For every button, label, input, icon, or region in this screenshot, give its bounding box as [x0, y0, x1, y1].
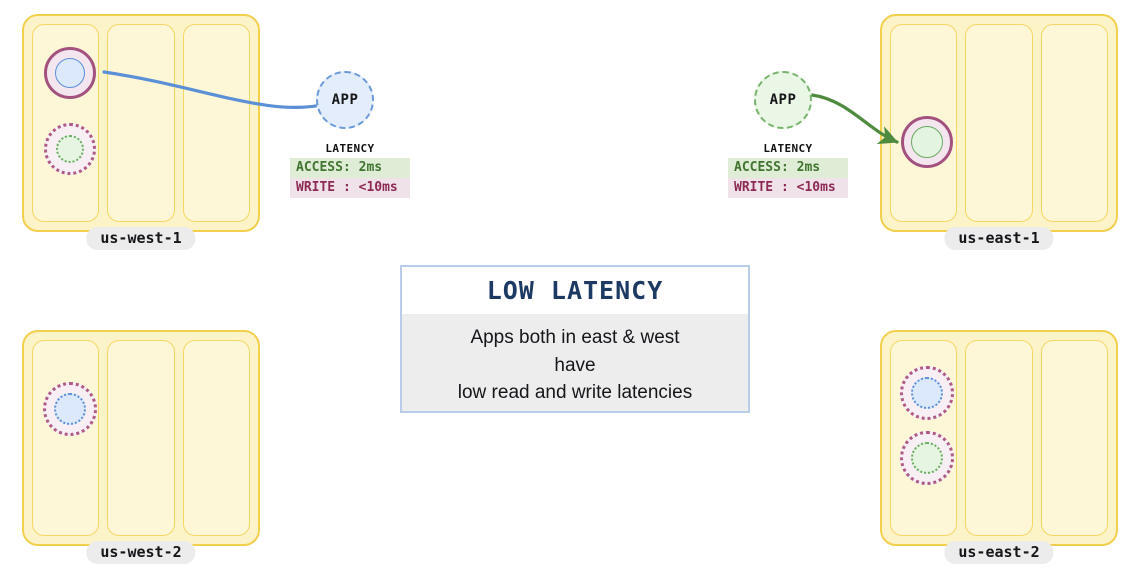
region-label-us-west-2: us-west-2 [86, 541, 196, 564]
replica-disc-core-us-east-2-1 [911, 377, 943, 409]
latency-panel-east-title: LATENCY [763, 142, 813, 155]
region-us-west-2-columns [32, 340, 250, 536]
latency-east-access-row: ACCESS: 2ms [728, 158, 848, 178]
region-us-east-1-columns [890, 24, 1108, 222]
replica-disc-core-us-west-1-1 [55, 58, 85, 88]
region-us-east-1-column-3 [1040, 24, 1108, 222]
region-label-us-east-1: us-east-1 [944, 227, 1054, 250]
region-us-west-2-column-3 [182, 340, 250, 536]
replica-disc-core-us-east-1-1 [911, 126, 943, 158]
callout-header: LOW LATENCY [402, 267, 748, 314]
replica-disc-us-east-2-1[interactable] [900, 366, 954, 420]
region-us-west-2-column-2 [107, 340, 175, 536]
replica-disc-core-us-east-2-2 [911, 442, 943, 474]
replica-disc-us-west-1-1[interactable] [44, 47, 96, 99]
region-us-east-2-column-2 [965, 340, 1033, 536]
region-label-us-west-1: us-west-1 [86, 227, 196, 250]
region-us-west-1-column-2 [107, 24, 175, 222]
latency-panel-west-title: LATENCY [325, 142, 375, 155]
region-us-east-2-columns [890, 340, 1108, 536]
callout-line-3: low read and write latencies [457, 382, 693, 404]
replica-disc-us-east-2-2[interactable] [900, 431, 954, 485]
callout-title: LOW LATENCY [486, 276, 664, 305]
replica-disc-core-us-west-2-1 [54, 393, 86, 425]
region-us-west-1-column-3 [182, 24, 250, 222]
replica-disc-us-west-2-1[interactable] [43, 382, 97, 436]
replica-disc-us-west-1-2[interactable] [44, 123, 96, 175]
app-node-east-label: APP [769, 92, 797, 108]
latency-panel-east: LATENCY ACCESS: 2ms WRITE : <10ms [728, 142, 848, 198]
latency-east-write-row: WRITE : <10ms [728, 178, 848, 198]
app-node-west[interactable]: APP [316, 71, 374, 129]
callout-line-2: have [554, 354, 596, 376]
callout-line-1: Apps both in east & west [470, 327, 680, 348]
region-us-east-2-column-3 [1040, 340, 1108, 536]
latency-panel-west: LATENCY ACCESS: 2ms WRITE : <10ms [290, 142, 410, 198]
low-latency-callout: LOW LATENCY Apps both in east & west have… [400, 265, 750, 413]
region-us-west-2[interactable] [22, 330, 260, 546]
app-node-west-label: APP [331, 92, 359, 108]
replica-disc-us-east-1-1[interactable] [901, 116, 953, 168]
region-us-east-1[interactable] [880, 14, 1118, 232]
app-node-east[interactable]: APP [754, 71, 812, 129]
callout-body: Apps both in east & west have low read and… [402, 314, 748, 419]
region-us-west-2-column-1 [32, 340, 100, 536]
latency-west-write-row: WRITE : <10ms [290, 178, 410, 198]
region-us-west-1[interactable] [22, 14, 260, 232]
region-us-east-1-column-2 [965, 24, 1033, 222]
latency-west-access-row: ACCESS: 2ms [290, 158, 410, 178]
region-label-us-east-2: us-east-2 [944, 541, 1054, 564]
replica-disc-core-us-west-1-2 [56, 135, 84, 163]
